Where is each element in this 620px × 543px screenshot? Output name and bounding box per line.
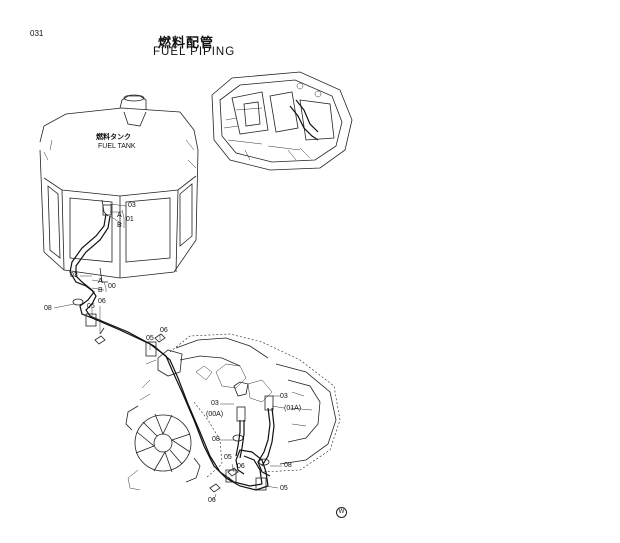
callout-08-left: 08 [44, 305, 52, 312]
callout-05-center: 05 [146, 335, 154, 342]
callout-06-bottom: 06 [208, 497, 216, 504]
callout-00a: (00A) [206, 411, 224, 418]
callout-b-top: B [117, 222, 122, 229]
callout-03-lower: 03 [211, 400, 219, 407]
title-japanese: 燃料配管 [158, 35, 215, 50]
callout-03-top: 03 [128, 202, 136, 209]
machine-overview-drawing [211, 71, 353, 171]
callout-00: 00 [108, 283, 116, 290]
callout-08-right: 08 [284, 462, 292, 469]
callout-03-right: 03 [280, 393, 288, 400]
callout-05-left: 05 [87, 303, 95, 310]
fuel-tank-label-japanese: 燃料タンク [96, 134, 131, 141]
title-english: FUEL PIPING [153, 46, 236, 58]
corner-mark: W [336, 507, 347, 518]
callout-01a: (01A) [284, 405, 302, 412]
callout-a-mid: A [98, 278, 103, 285]
callout-b-mid: B [98, 287, 103, 294]
callout-03-mid: 03 [70, 272, 78, 279]
callout-06-left: 06 [98, 298, 106, 305]
page-number: 031 [30, 29, 44, 38]
callout-05-lower: 05 [224, 454, 232, 461]
engine-drawing [125, 333, 341, 491]
callout-01: 01 [126, 216, 134, 223]
callout-08-lower: 08 [212, 436, 220, 443]
callout-06-center: 06 [160, 327, 168, 334]
fuel-pipe-routing [53, 203, 285, 501]
callout-a-top: A [117, 212, 122, 219]
callout-05-right: 05 [280, 485, 288, 492]
fuel-tank-drawing [39, 94, 199, 283]
fuel-tank-label-english: FUEL TANK [98, 143, 136, 150]
callout-06-lower: 06 [237, 463, 245, 470]
